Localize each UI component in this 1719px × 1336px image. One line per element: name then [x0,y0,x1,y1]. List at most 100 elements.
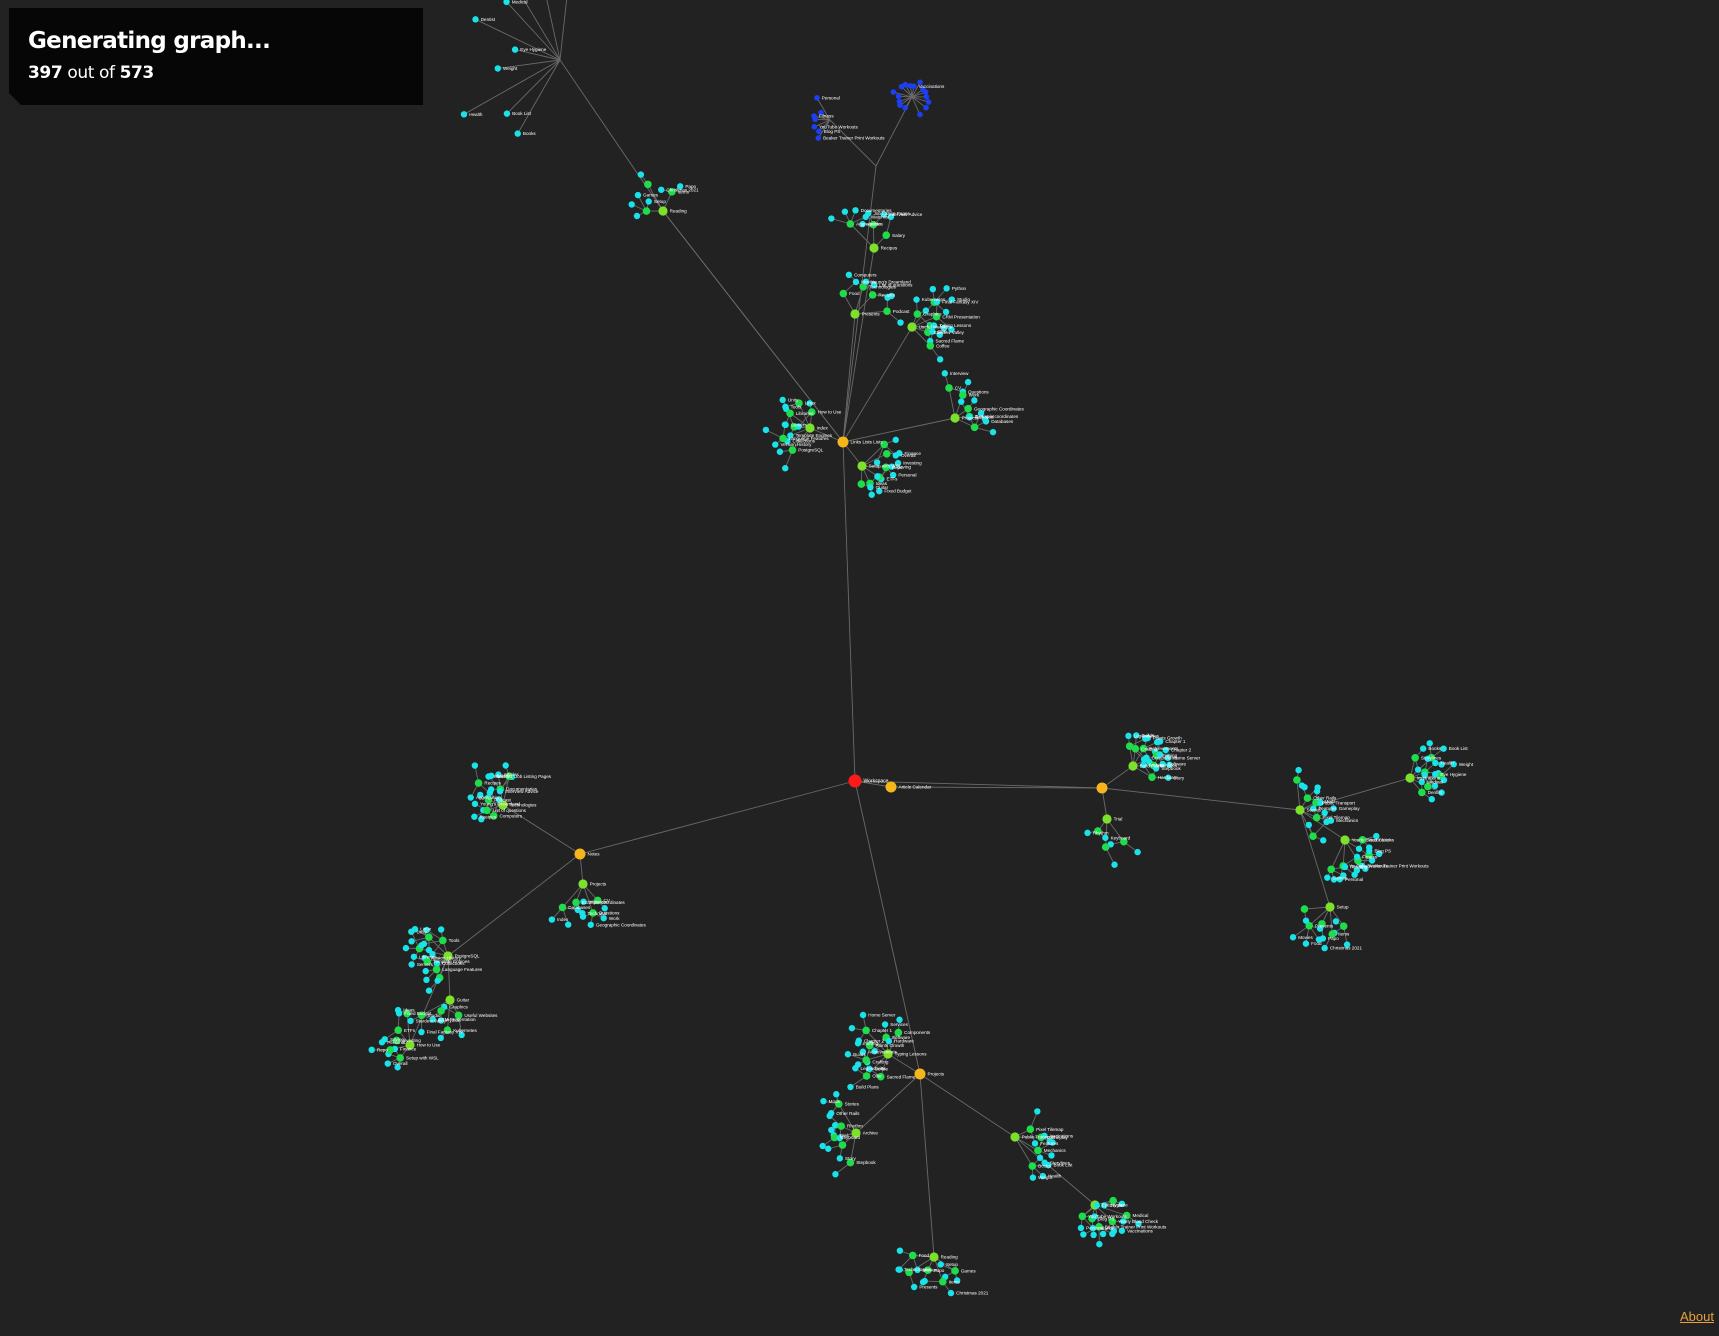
graph-node-page[interactable] [565,921,572,928]
graph-node-page[interactable] [806,400,813,407]
graph-node-page[interactable] [422,967,429,975]
graph-node-section[interactable] [1026,1125,1035,1134]
graph-node-page[interactable] [865,210,872,217]
graph-node-section[interactable] [846,220,855,228]
graph-node-page[interactable] [866,1065,873,1073]
graph-node-section[interactable] [865,1041,874,1050]
graph-node-page[interactable] [862,278,870,285]
graph-node-page[interactable] [488,772,495,779]
graph-node-page[interactable] [1089,1225,1097,1232]
graph-node-page[interactable] [880,211,888,218]
graph-node-page[interactable] [1373,832,1380,840]
graph-node-page[interactable] [1134,848,1141,856]
graph-node-section[interactable] [951,1267,959,1275]
graph-node-page[interactable] [859,1048,867,1055]
graph-node-page[interactable] [910,1283,918,1291]
graph-node-leaf[interactable] [816,128,822,135]
graph-node-page[interactable] [1166,761,1173,769]
graph-node-section[interactable] [1312,798,1320,807]
graph-node-branch[interactable] [1010,1132,1020,1142]
graph-node-page[interactable] [887,213,895,221]
graph-node-page[interactable] [410,953,418,960]
graph-node-page[interactable] [892,436,899,444]
graph-node-section[interactable] [437,1007,445,1015]
graph-node-hub[interactable] [1096,782,1108,794]
graph-node-page[interactable] [458,1031,465,1039]
graph-node-section[interactable] [483,806,491,815]
graph-node-section[interactable] [489,812,498,820]
graph-node-branch[interactable] [851,1128,861,1138]
graph-node-page[interactable] [394,1006,402,1014]
graph-node-page[interactable] [1029,1174,1037,1181]
graph-node-page[interactable] [936,356,944,363]
graph-node-page[interactable] [1045,1161,1052,1169]
graph-node-page[interactable] [1120,1218,1127,1225]
graph-node-page[interactable] [930,322,938,329]
graph-node-page[interactable] [437,926,445,933]
graph-node-branch[interactable] [1325,902,1335,912]
graph-node-hub[interactable] [574,848,586,860]
graph-node-section[interactable] [432,965,441,974]
graph-node-page[interactable] [852,207,859,214]
graph-node-page[interactable] [896,1247,904,1254]
graph-node-section[interactable] [1139,744,1148,753]
graph-node-branch[interactable] [869,243,879,253]
graph-node-section[interactable] [474,779,483,787]
graph-node-section[interactable] [642,207,651,215]
graph-node-section[interactable] [484,796,493,804]
graph-node-page[interactable] [782,421,789,429]
graph-node-hub[interactable] [837,436,849,448]
graph-node-page[interactable] [1093,1202,1100,1209]
graph-node-page[interactable] [1355,845,1363,852]
graph-node-page[interactable] [574,906,581,914]
graph-node-page[interactable] [787,432,794,439]
graph-node-section[interactable] [880,440,889,449]
graph-node-page[interactable] [795,423,802,430]
graph-node-page[interactable] [936,331,944,338]
graph-node-section[interactable] [882,231,891,240]
graph-node-page[interactable] [919,1278,927,1286]
graph-node-page[interactable] [958,398,965,405]
graph-node-section[interactable] [868,291,877,299]
graph-node-page[interactable] [425,987,433,994]
graph-node-page[interactable] [1419,745,1427,752]
graph-node-section[interactable] [869,220,878,229]
graph-node-page[interactable] [1431,771,1439,778]
graph-node-section[interactable] [932,312,941,321]
graph-node-page[interactable] [855,1037,862,1044]
graph-node-page[interactable] [948,296,955,303]
graph-node-page[interactable] [776,448,784,455]
graph-node-page[interactable] [496,788,504,795]
graph-node-section[interactable] [926,341,935,350]
graph-node-page[interactable] [1330,876,1338,883]
graph-node-page[interactable] [1316,925,1324,932]
graph-node-page[interactable] [964,378,972,386]
graph-node-page[interactable] [1302,917,1310,924]
graph-node-page[interactable] [782,403,789,410]
graph-node-section[interactable] [1339,922,1348,930]
graph-node-page[interactable] [1099,1230,1107,1238]
graph-node-page[interactable] [1143,754,1150,761]
graph-node-page[interactable] [943,285,950,292]
graph-node-page[interactable] [1324,874,1331,881]
graph-node-section[interactable] [938,1277,947,1286]
graph-node-page[interactable] [408,961,415,968]
graph-node-page[interactable] [889,471,897,479]
graph-node-section[interactable] [1094,827,1102,835]
graph-node-page[interactable] [1438,761,1445,768]
graph-node-page[interactable] [779,396,786,404]
graph-node-leaf[interactable] [917,111,923,118]
graph-node-page[interactable] [634,191,642,199]
graph-node-leaf[interactable] [923,104,929,111]
graph-node-page[interactable] [831,1122,839,1129]
graph-node-page[interactable] [1156,738,1164,745]
graph-node-page[interactable] [1323,818,1330,826]
graph-node-section[interactable] [913,310,922,318]
graph-node-section[interactable] [970,423,979,432]
graph-node-branch[interactable] [498,800,508,810]
graph-node-page[interactable] [1125,732,1132,740]
graph-node-page[interactable] [384,1060,391,1067]
graph-node-section[interactable] [859,283,868,291]
graph-node-page[interactable] [940,324,948,332]
graph-node-hub[interactable] [885,781,897,793]
